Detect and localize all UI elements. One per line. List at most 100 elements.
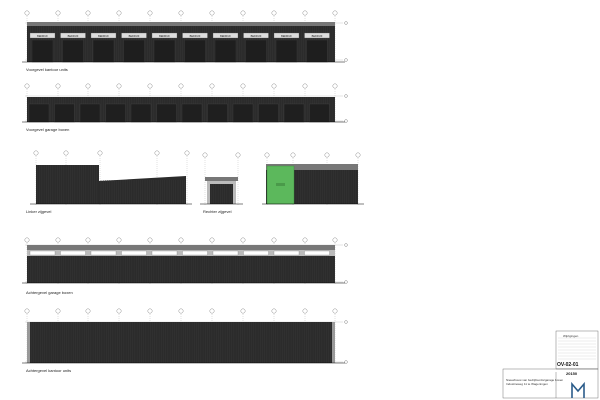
e3-grid-marker	[154, 150, 160, 156]
e5-grid-marker	[116, 237, 122, 243]
company-logo	[571, 381, 585, 398]
e2-grid-marker	[24, 83, 30, 89]
e6-grid-marker	[240, 308, 246, 314]
e2-grid-marker	[302, 83, 308, 89]
e5-window	[90, 250, 117, 256]
e4-grid-marker	[202, 152, 208, 158]
e1-sign-panel	[212, 32, 239, 39]
e5-window	[182, 250, 208, 256]
e5-level-marker	[344, 243, 348, 247]
e1-door	[153, 39, 176, 63]
e5-grid-marker	[332, 237, 338, 243]
e1-sign-panel	[151, 32, 178, 39]
e5-window-band	[27, 250, 335, 256]
e1-grid-marker	[85, 10, 91, 16]
e1-sign-text: BEDRIJF	[159, 34, 170, 38]
e1-grid-marker	[240, 10, 246, 16]
e5-window	[121, 250, 147, 256]
e2-garage-door	[54, 103, 75, 123]
e1-sign-panel	[90, 32, 117, 39]
e5-grid-marker	[55, 237, 61, 243]
e1-door	[92, 39, 115, 63]
e2-garage-door	[28, 103, 50, 123]
e1-sign-panel	[273, 32, 300, 39]
e5-grid-marker	[147, 237, 153, 243]
e2-grid-marker	[332, 83, 338, 89]
e5-window	[304, 250, 330, 256]
e5-window	[212, 250, 239, 256]
e1-grid-marker	[178, 10, 184, 16]
e1-roof-edge	[27, 22, 335, 26]
e4-roof	[205, 177, 238, 181]
drawing-number: OV-02-01	[557, 362, 579, 368]
e1-grid-marker	[24, 10, 30, 16]
e3-grid-marker	[184, 150, 190, 156]
e5-level-marker	[344, 280, 348, 284]
e6-grid-marker	[332, 308, 338, 314]
e1-door	[275, 39, 298, 63]
e3-grid-marker	[63, 150, 69, 156]
elevation-label-front-garage: Voorgevel garage boxen	[26, 127, 70, 132]
elevation-label-front-office: Voorgevel kantoor units	[26, 67, 68, 72]
elevation-label-rear-garage: Achtergevel garage boxen	[26, 290, 73, 295]
e6-grid-marker	[271, 308, 277, 314]
e2-garage-door	[258, 103, 279, 123]
e1-grid-marker	[116, 10, 122, 16]
e2-garage-door	[309, 103, 330, 123]
e1-sign-panel	[243, 32, 269, 39]
e4b-green-panel-sign	[276, 183, 285, 186]
e1-level-marker	[344, 21, 348, 25]
e6-grid-marker	[302, 308, 308, 314]
e1-sign-text: BEDRIJF	[281, 34, 292, 38]
e1-sign-text: BEDRIJF	[37, 34, 48, 38]
revisions-header: Wijzigingen	[563, 334, 579, 338]
e5-window	[60, 250, 86, 256]
e5-facade	[27, 256, 335, 283]
e1-sign-panel	[304, 32, 330, 39]
e1-sign-text: BEDRIJF	[220, 34, 231, 38]
e5-grid-marker	[240, 237, 246, 243]
e1-grid-marker	[147, 10, 153, 16]
e1-sign-text: BEDRIJF	[129, 34, 140, 38]
e4b-roof	[266, 164, 358, 170]
e6-right-edge	[332, 322, 335, 363]
e2-garage-door	[232, 103, 254, 123]
title-block	[502, 368, 599, 399]
drawing-sub-number: 20150	[566, 371, 578, 376]
e2-grid-marker	[85, 83, 91, 89]
e6-grid-marker	[147, 308, 153, 314]
e2-garage-door	[79, 103, 101, 123]
e2-garage-door	[130, 103, 152, 123]
e1-door	[62, 39, 84, 63]
e3-grid-marker	[97, 150, 103, 156]
e2-grid-marker	[55, 83, 61, 89]
e5-grid-marker	[24, 237, 30, 243]
e1-door	[31, 39, 54, 63]
e6-grid-marker	[209, 308, 215, 314]
e5-grid-marker	[178, 237, 184, 243]
e2-level-marker	[344, 94, 348, 98]
e6-grid-marker	[178, 308, 184, 314]
e1-sign-text: BEDRIJF	[190, 34, 201, 38]
e1-grid-marker	[302, 10, 308, 16]
e1-door	[184, 39, 206, 63]
e3-grid-marker	[33, 150, 39, 156]
e5-window	[243, 250, 269, 256]
e6-level-marker	[344, 360, 348, 364]
e1-door	[306, 39, 328, 63]
e1-sign-text: BEDRIJF	[98, 34, 109, 38]
e4b-grid-marker	[324, 152, 330, 158]
elevation-label-rear-office: Achtergevel kantoor units	[26, 368, 72, 373]
e5-grid-marker	[271, 237, 277, 243]
e6-grid-marker	[55, 308, 61, 314]
e2-garage-door	[156, 103, 177, 123]
project-line-2: Industrieweg 11 te Wageningen	[506, 382, 548, 386]
e5-window	[273, 250, 300, 256]
e6-grid-marker	[85, 308, 91, 314]
e1-sign-panel	[121, 32, 147, 39]
e2-grid-marker	[178, 83, 184, 89]
e5-window	[29, 250, 56, 256]
e1-sign-text: BEDRIJF	[68, 34, 79, 38]
e6-left-edge	[27, 322, 30, 363]
